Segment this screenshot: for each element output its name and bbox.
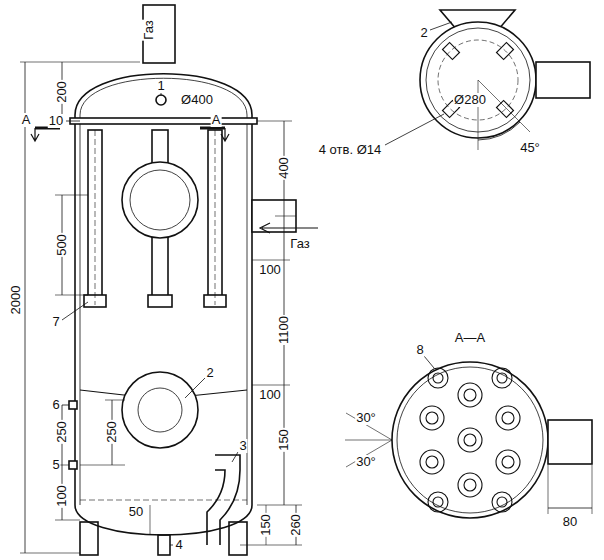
callout-number: 2	[205, 366, 214, 380]
dimension-label: 80	[562, 515, 578, 529]
angle-label: 30°	[355, 455, 377, 469]
callout-number: 8	[415, 343, 424, 357]
dimension-label: 2000	[9, 285, 23, 316]
callout-number: 6	[51, 398, 60, 412]
dimension-label: 100	[258, 263, 282, 277]
section-letter: А	[21, 113, 32, 127]
callout-number: 1	[156, 79, 165, 93]
angle-label: 30°	[355, 411, 377, 425]
callout-number: 2	[419, 26, 428, 40]
dimension-label: Ø280	[453, 93, 487, 107]
dimension-label: Ø400	[180, 93, 214, 107]
flow-label: Газ	[142, 19, 156, 40]
callout-number: 4	[174, 538, 183, 552]
angle-label: 45°	[519, 141, 541, 155]
callout-number: 3	[238, 439, 247, 453]
dimension-label: 4 отв. Ø14	[318, 143, 382, 157]
dimension-label: 500	[55, 233, 69, 257]
dimension-label: 400	[277, 156, 291, 180]
section-title: А—А	[454, 331, 486, 345]
dimension-label: 250	[55, 420, 69, 444]
dimension-label: 200	[55, 80, 69, 104]
dimension-label: 250	[105, 420, 119, 444]
dimension-label: 10	[48, 114, 64, 128]
flow-label: Газ	[289, 237, 310, 251]
dimension-label: 150	[259, 513, 273, 537]
section-letter: А	[211, 113, 222, 127]
callout-number: 5	[51, 458, 60, 472]
dimension-label: 50	[128, 505, 144, 519]
dimension-label: 150	[277, 428, 291, 452]
dimension-label: 1100	[277, 315, 291, 345]
callout-number: 7	[51, 315, 60, 329]
dimension-label: 100	[258, 388, 282, 402]
dimension-label: 100	[55, 484, 69, 508]
dimension-label: 260	[289, 513, 303, 537]
